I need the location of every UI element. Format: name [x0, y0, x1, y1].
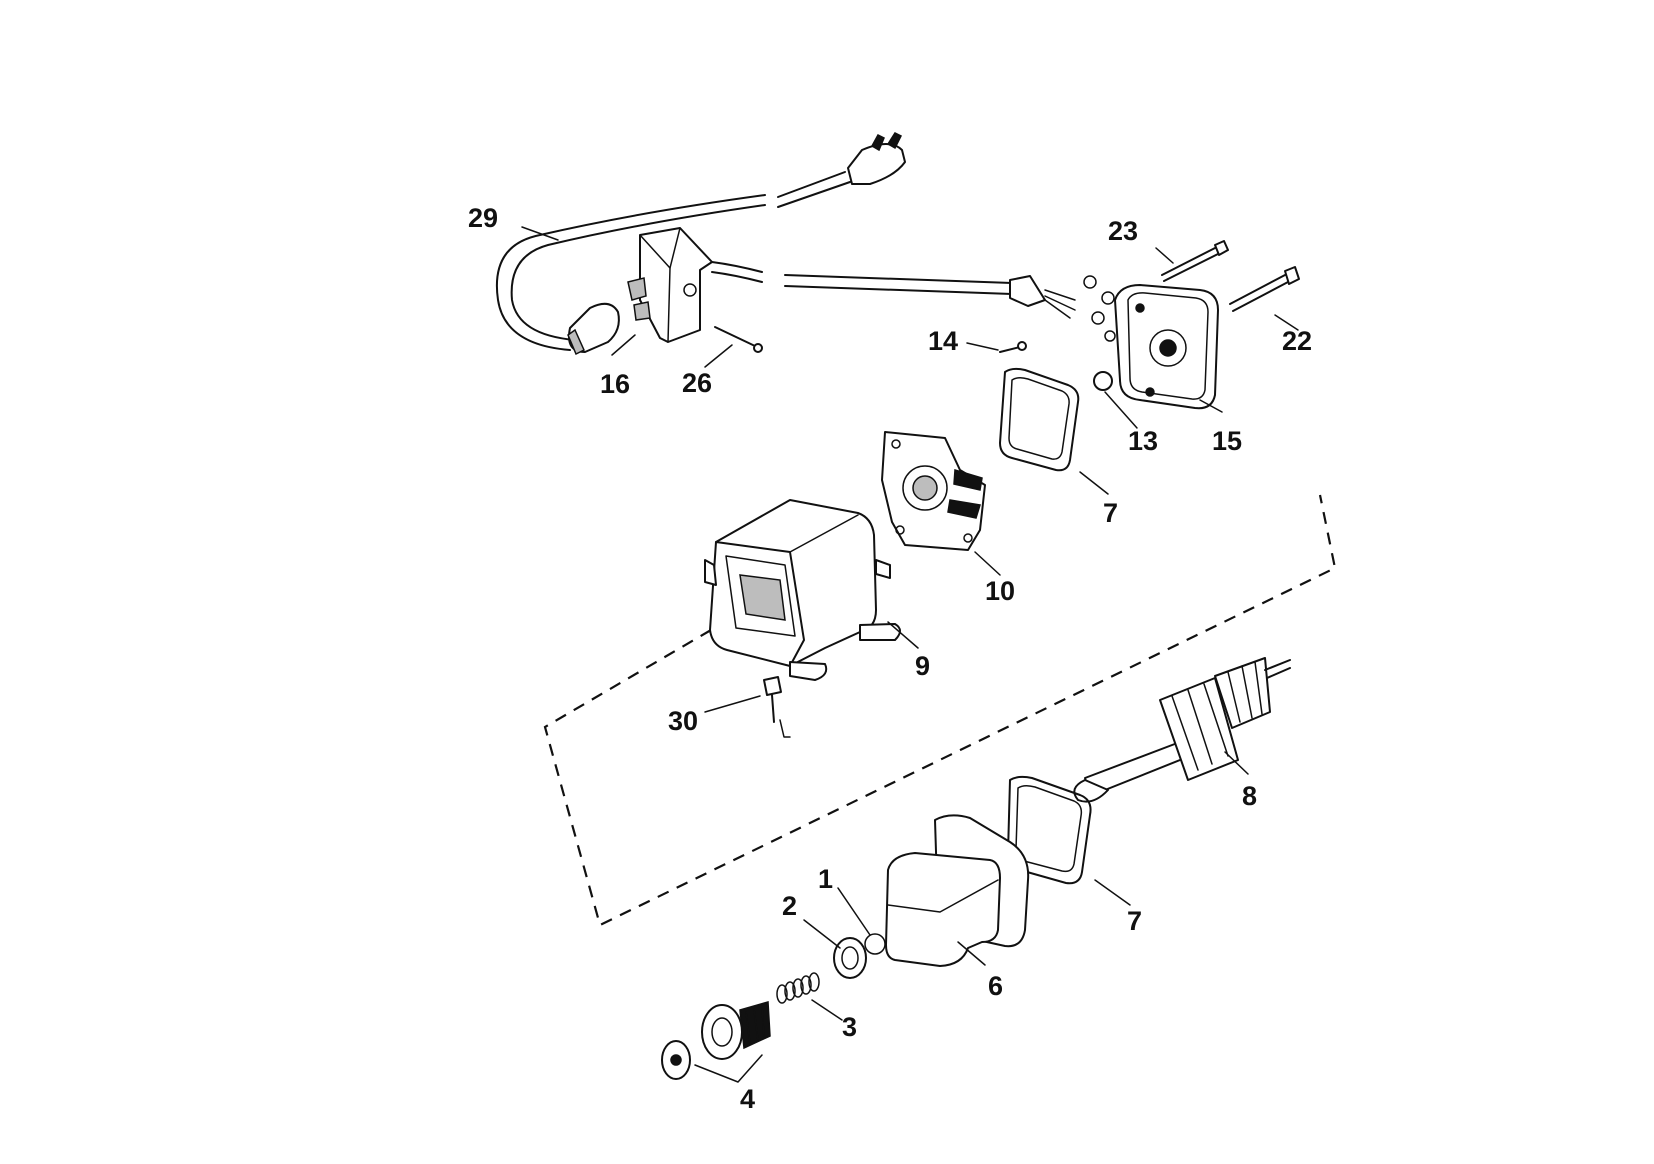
part-23-bolt [1161, 240, 1229, 282]
callout-3: 3 [842, 1012, 857, 1042]
callout-30: 30 [668, 706, 698, 736]
callout-15: 15 [1212, 426, 1242, 456]
callout-23: 23 [1108, 216, 1138, 246]
lead-wire [784, 274, 1116, 342]
part-9-field-frame [704, 499, 901, 681]
callout-22: 22 [1282, 326, 1312, 356]
part-13-nut [1093, 371, 1113, 391]
leader-lines [521, 226, 1299, 1083]
part-26-screw [714, 326, 763, 353]
part-3-spring [776, 972, 820, 1004]
part-16-switch-box [627, 227, 763, 343]
part-15-end-cap [1114, 284, 1219, 410]
part-29-power-cord [495, 132, 906, 356]
callout-8: 8 [1242, 781, 1257, 811]
part-30-screw [763, 676, 791, 738]
part-4-drive-pinion [661, 1001, 771, 1080]
callout-13: 13 [1128, 426, 1158, 456]
part-8-armature [1073, 657, 1291, 803]
callout-10: 10 [985, 576, 1015, 606]
callout-4: 4 [740, 1084, 755, 1114]
assembly-dashed-outline [543, 494, 1337, 927]
callout-6: 6 [988, 971, 1003, 1001]
callout-9: 9 [915, 651, 930, 681]
callout-7-lower: 7 [1127, 906, 1142, 936]
callout-7-upper: 7 [1103, 498, 1118, 528]
part-10-brush-plate [881, 431, 986, 551]
part-22-bolt [1229, 266, 1300, 312]
part-6-drive-housing [885, 814, 1030, 967]
callout-29: 29 [468, 203, 498, 233]
part-7-gasket-upper [999, 367, 1080, 472]
part-1-snap-ring [864, 933, 886, 955]
callout-14: 14 [928, 326, 958, 356]
callout-2: 2 [782, 891, 797, 921]
callout-16: 16 [600, 369, 630, 399]
callout-1: 1 [818, 864, 833, 894]
part-14-screw [999, 341, 1027, 353]
part-2-stop-collar [833, 937, 867, 979]
callout-26: 26 [682, 368, 712, 398]
